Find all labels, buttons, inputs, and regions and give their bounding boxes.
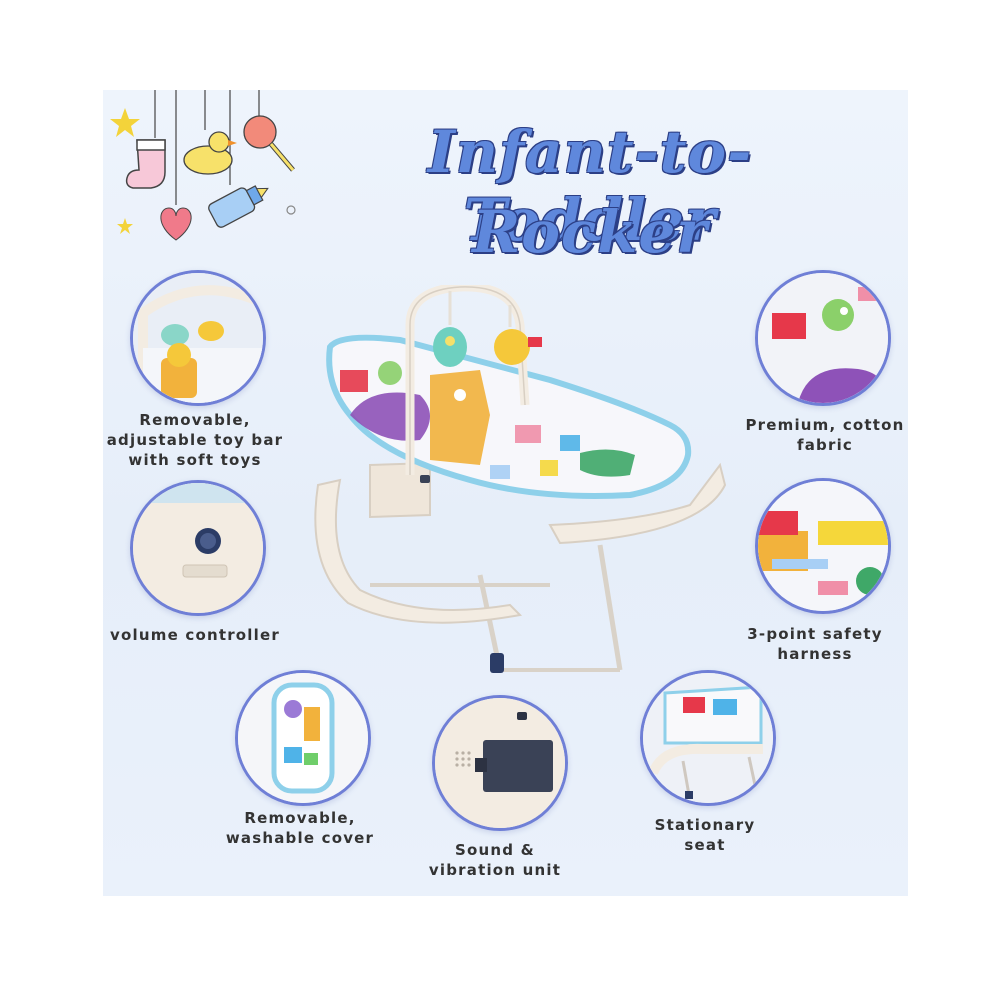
music-note-print <box>340 370 368 392</box>
star-icon <box>110 108 140 137</box>
hanging-toy-yellow <box>494 329 530 365</box>
toy-bar-label: Removable, adjustable toy bar with soft … <box>106 411 284 469</box>
heart-icon <box>160 207 192 241</box>
page-title-line1: Infant-to-Toddler <box>427 118 753 254</box>
bottle-icon <box>208 185 269 228</box>
duck-icon <box>183 131 237 175</box>
safety-harness-label: 3-point safety harness <box>747 625 883 663</box>
volume-controller-label: volume controller <box>110 626 280 644</box>
safety-harness-image <box>755 478 891 614</box>
volume-controller-image <box>130 480 266 616</box>
small-star-icon <box>117 218 133 234</box>
rattle-icon <box>243 115 295 172</box>
toy-bar-image <box>130 270 266 406</box>
hanging-baby-decorations <box>110 90 296 241</box>
stationary-seat-image <box>640 670 776 806</box>
washable-cover-image <box>235 670 371 806</box>
sound-vibration-unit-image <box>432 695 568 831</box>
rocker-product-image <box>314 285 727 673</box>
giraffe-print <box>430 370 490 465</box>
sock-icon <box>125 139 166 189</box>
premium-fabric-label: Premium, cotton fabric <box>745 416 905 454</box>
crocodile-print <box>580 449 635 477</box>
washable-cover-label: Removable, washable cover <box>225 809 375 847</box>
sound-vibration-label: Sound & vibration unit <box>428 841 562 879</box>
page-title-line2: Rocker <box>472 198 708 266</box>
stand-foot <box>490 653 504 673</box>
premium-fabric-image <box>755 270 891 406</box>
hanging-toy-green <box>433 327 467 367</box>
stationary-seat-label: Stationary seat <box>654 816 756 854</box>
